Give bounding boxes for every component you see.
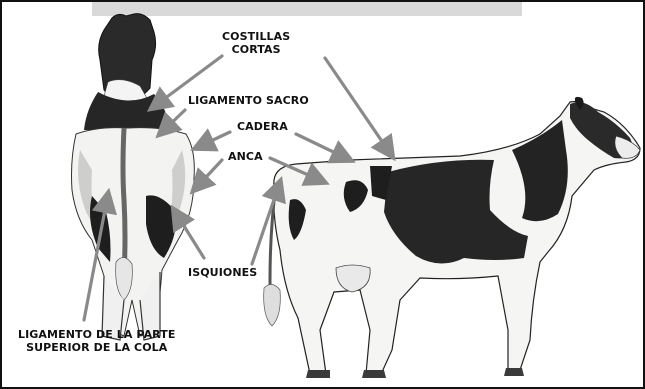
arrow-cadera-rear <box>196 132 230 148</box>
label-costillas-cortas-line2: CORTAS <box>222 43 290 56</box>
side-cow-tail-switch <box>264 284 281 326</box>
rear-cow-tail <box>123 128 125 276</box>
label-isquiones: ISQUIONES <box>188 266 257 279</box>
side-view-cow <box>264 97 640 378</box>
label-anca: ANCA <box>228 150 263 163</box>
label-costillas-cortas: COSTILLAS CORTAS <box>222 30 290 56</box>
label-ligamento-cola: LIGAMENTO DE LA PARTE SUPERIOR DE LA COL… <box>18 328 175 354</box>
label-ligamento-cola-line2: SUPERIOR DE LA COLA <box>18 341 175 354</box>
arrow-costillas-side <box>325 58 392 156</box>
rear-cow-rump <box>72 128 195 336</box>
label-cadera: CADERA <box>237 120 288 133</box>
label-ligamento-cola-line1: LIGAMENTO DE LA PARTE <box>18 328 175 341</box>
label-ligamento-sacro: LIGAMENTO SACRO <box>188 94 309 107</box>
label-costillas-cortas-line1: COSTILLAS <box>222 30 290 43</box>
arrow-anca-rear <box>194 160 222 190</box>
side-cow-hooves <box>306 368 524 378</box>
arrow-cadera-side <box>296 134 350 160</box>
